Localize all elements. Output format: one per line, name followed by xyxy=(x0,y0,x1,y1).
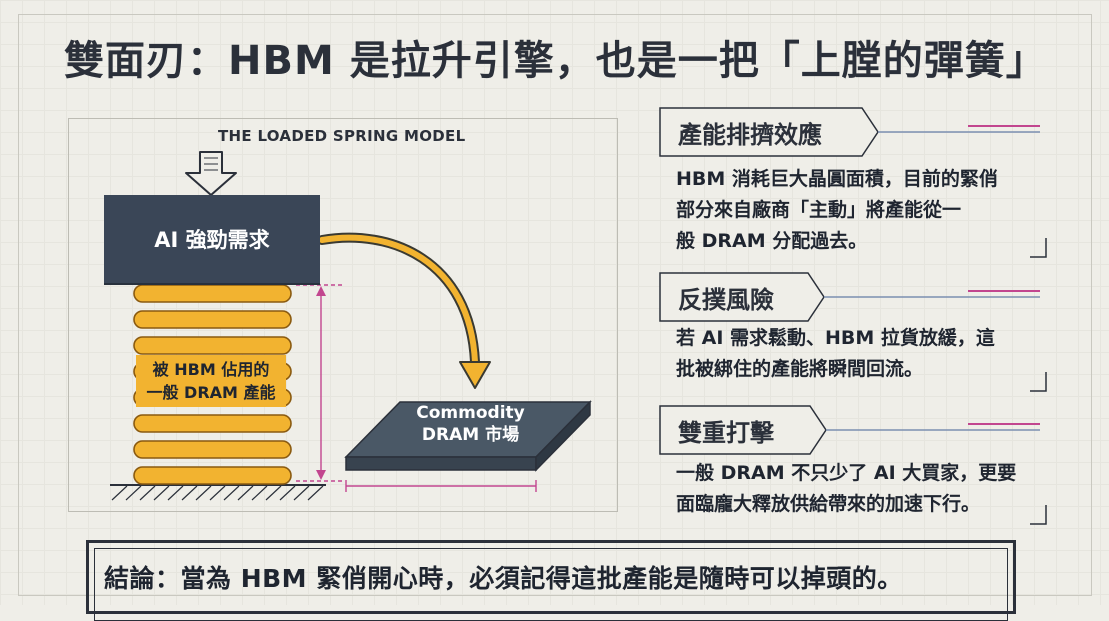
curved-arrow-icon xyxy=(317,232,491,389)
compression-dimension xyxy=(296,284,342,482)
market-label: Commodity DRAM 市場 xyxy=(388,402,553,446)
spring-label: 被 HBM 佔用的 一般 DRAM 產能 xyxy=(136,355,286,407)
panel-title-backlash: 反撲風險 xyxy=(668,281,784,314)
spring-label-line1: 被 HBM 佔用的 xyxy=(152,360,270,379)
down-arrow-icon xyxy=(185,151,237,196)
panel-title-double-hit: 雙重打擊 xyxy=(668,414,784,447)
market-dimension xyxy=(345,480,537,492)
outer-frame xyxy=(18,14,1092,596)
market-label-line1: Commodity xyxy=(416,403,525,423)
model-caption: THE LOADED SPRING MODEL xyxy=(218,127,466,145)
panel-body-line: 面臨龐大釋放供給帶來的加速下行。 xyxy=(676,493,981,515)
panel-body-line: HBM 消耗巨大晶圓面積，目前的緊俏 xyxy=(676,168,998,190)
panel-body-double-hit: 一般 DRAM 不只少了 AI 大買家，更要 面臨龐大釋放供給帶來的加速下行。 xyxy=(676,458,1048,520)
panel-body-line: 若 AI 需求鬆動、HBM 拉貨放緩，這 xyxy=(676,327,995,349)
diagram-frame xyxy=(68,118,618,512)
conclusion-text: 結論：當為 HBM 緊俏開心時，必須記得這批產能是隨時可以掉頭的。 xyxy=(104,564,903,593)
panel-body-line: 一般 DRAM 不只少了 AI 大買家，更要 xyxy=(676,462,1017,484)
market-label-line2: DRAM 市場 xyxy=(421,425,520,445)
spring-label-line2: 一般 DRAM 產能 xyxy=(146,383,276,402)
page-title: 雙面刃：HBM 是拉升引擎，也是一把「上膛的彈簧」 xyxy=(64,38,1047,84)
ai-demand-box: AI 強勁需求 xyxy=(104,195,320,283)
panel-body-line: 批被綁住的產能將瞬間回流。 xyxy=(676,358,924,380)
ground-hatch xyxy=(110,484,326,501)
panel-body-line: 般 DRAM 分配過去。 xyxy=(676,230,868,252)
panel-body-line: 部分來自廠商「主動」將產能從一 xyxy=(676,199,962,221)
panel-body-crowding: HBM 消耗巨大晶圓面積，目前的緊俏 部分來自廠商「主動」將產能從一 般 DRA… xyxy=(676,164,1048,257)
panel-body-backlash: 若 AI 需求鬆動、HBM 拉貨放緩，這 批被綁住的產能將瞬間回流。 xyxy=(676,323,1048,385)
panel-title-crowding: 產能排擠效應 xyxy=(668,116,832,149)
market-slab xyxy=(344,400,592,472)
